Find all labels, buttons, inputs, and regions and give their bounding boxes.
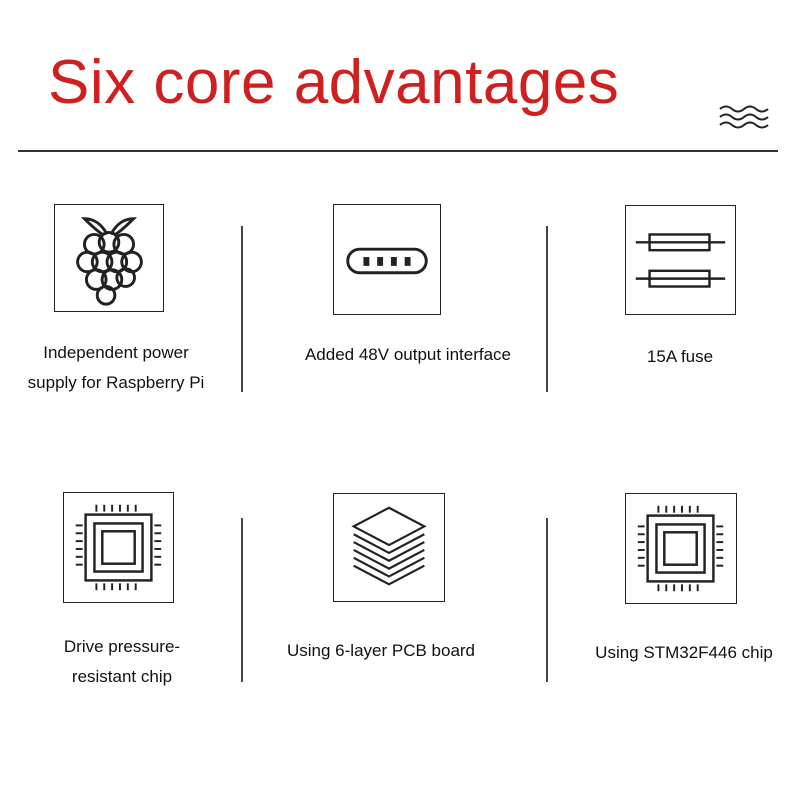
feature-caption-4: Drive pressure- resistant chip xyxy=(63,637,181,686)
column-divider xyxy=(241,226,243,392)
chip-icon xyxy=(75,504,162,591)
usb-port-icon xyxy=(346,247,428,275)
feature-icon-frame-5 xyxy=(333,493,445,602)
chip-icon xyxy=(637,505,724,592)
fuse-icon xyxy=(635,233,726,288)
waves-icon xyxy=(719,105,769,129)
feature-icon-frame-4 xyxy=(63,492,174,603)
header-divider xyxy=(18,150,778,152)
column-divider xyxy=(241,518,243,682)
feature-icon-frame-3 xyxy=(625,205,736,315)
raspberry-icon xyxy=(76,217,143,306)
feature-icon-frame-6 xyxy=(625,493,737,604)
feature-caption-1: Independent power supply for Raspberry P… xyxy=(27,343,205,392)
feature-icon-frame-1 xyxy=(54,204,164,312)
page-title: Six core advantages xyxy=(48,48,620,117)
feature-icon-frame-2 xyxy=(333,204,441,315)
feature-caption-3: 15A fuse xyxy=(646,347,714,366)
column-divider xyxy=(546,518,548,682)
feature-caption-2: Added 48V output interface xyxy=(304,345,512,364)
feature-caption-6: Using STM32F446 chip xyxy=(595,643,773,662)
feature-caption-5: Using 6-layer PCB board xyxy=(286,641,476,660)
pcb-layers-icon xyxy=(351,506,427,586)
column-divider xyxy=(546,226,548,392)
